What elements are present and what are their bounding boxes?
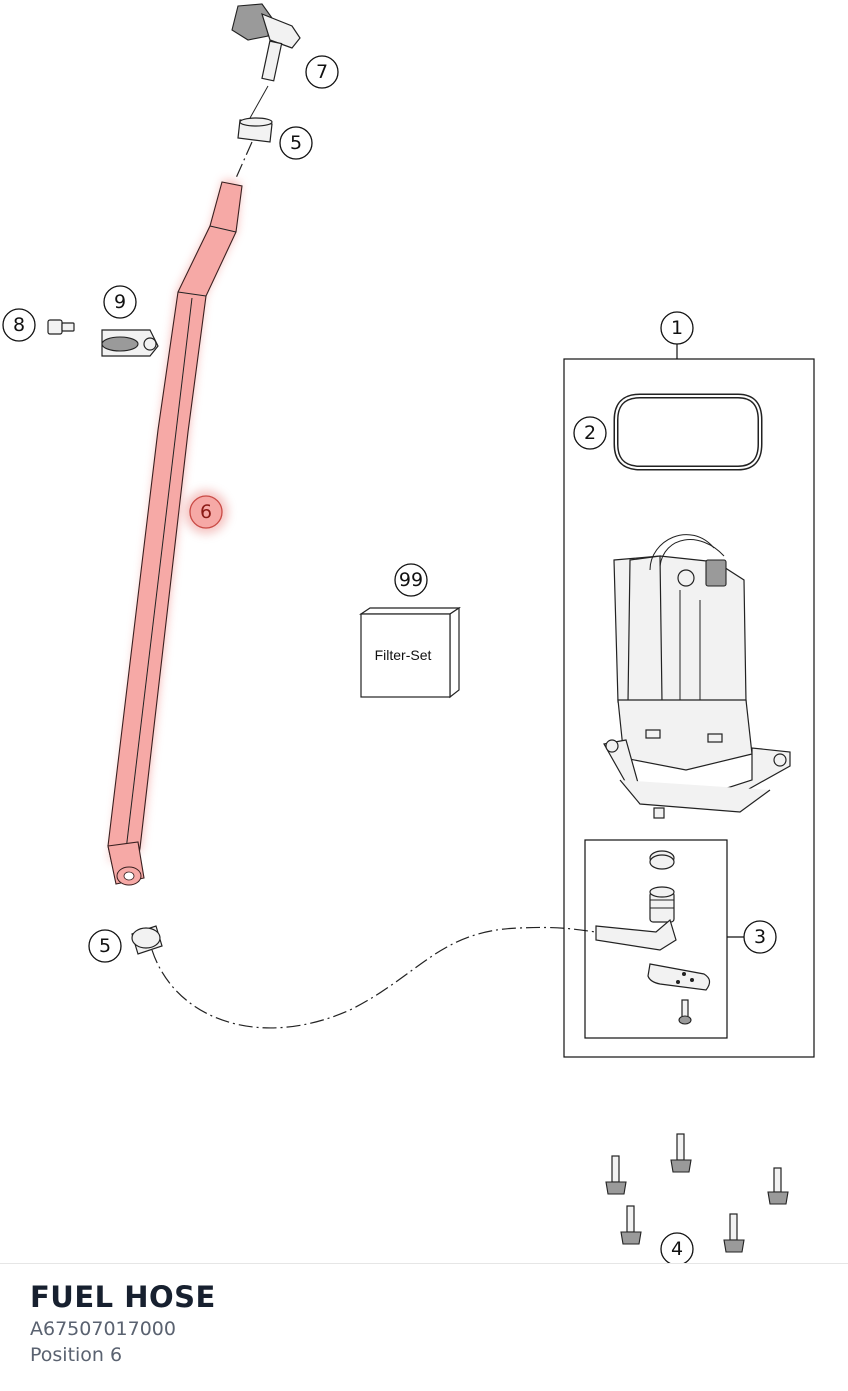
callout-8[interactable]: 8 — [2, 308, 36, 342]
fuel-pump-module[interactable] — [603, 534, 791, 819]
sleeve-part-5-bottom[interactable] — [131, 925, 163, 955]
part-name: FUEL HOSE — [30, 1280, 216, 1314]
svg-text:1: 1 — [671, 317, 683, 339]
callout-5-top[interactable]: 5 — [279, 126, 313, 160]
svg-text:5: 5 — [290, 132, 302, 154]
filter-set-label: Filter-Set — [375, 647, 432, 663]
callout-5-bottom[interactable]: 5 — [88, 929, 122, 963]
clamp-part-9[interactable] — [101, 329, 159, 357]
fuel-pump-assembly-box — [563, 358, 815, 1058]
seal-ring-part-2[interactable] — [613, 393, 763, 471]
callout-3[interactable]: 3 — [743, 920, 777, 954]
callout-99[interactable]: 99 — [394, 563, 428, 597]
svg-text:7: 7 — [316, 61, 328, 83]
bolts-part-4[interactable] — [605, 1133, 789, 1253]
assembly-line — [151, 926, 597, 1029]
fuel-connector-kit-box — [584, 839, 728, 1039]
callout-2[interactable]: 2 — [573, 416, 607, 450]
hose-connector-part-7[interactable] — [231, 3, 301, 119]
svg-text:99: 99 — [399, 569, 423, 591]
part-info-panel: FUEL HOSE A67507017000 Position 6 — [0, 1263, 848, 1391]
sleeve-part-5-top[interactable] — [235, 117, 273, 179]
svg-text:4: 4 — [671, 1238, 683, 1260]
svg-text:2: 2 — [584, 422, 596, 444]
filter-set-box-part-99[interactable]: Filter-Set — [359, 606, 461, 699]
svg-text:8: 8 — [13, 314, 25, 336]
bolt-part-8[interactable] — [47, 319, 75, 335]
svg-text:9: 9 — [114, 291, 126, 313]
exploded-parts-diagram: Filter-Set 7 5 9 8 6 1 2 99 3 5 4 — [2, 3, 815, 1263]
callout-9[interactable]: 9 — [103, 285, 137, 319]
svg-text:5: 5 — [99, 935, 111, 957]
connector-kit-part-3[interactable] — [595, 850, 711, 1025]
svg-text:3: 3 — [754, 926, 766, 948]
callout-7[interactable]: 7 — [305, 55, 339, 89]
callout-1[interactable]: 1 — [660, 311, 694, 345]
fuel-hose-part-6[interactable] — [107, 180, 243, 886]
part-position: Position 6 — [30, 1344, 123, 1366]
callout-4[interactable]: 4 — [660, 1232, 694, 1263]
part-number: A67507017000 — [30, 1318, 176, 1340]
callout-6-highlighted[interactable]: 6 — [185, 491, 227, 533]
svg-text:6: 6 — [200, 501, 212, 523]
